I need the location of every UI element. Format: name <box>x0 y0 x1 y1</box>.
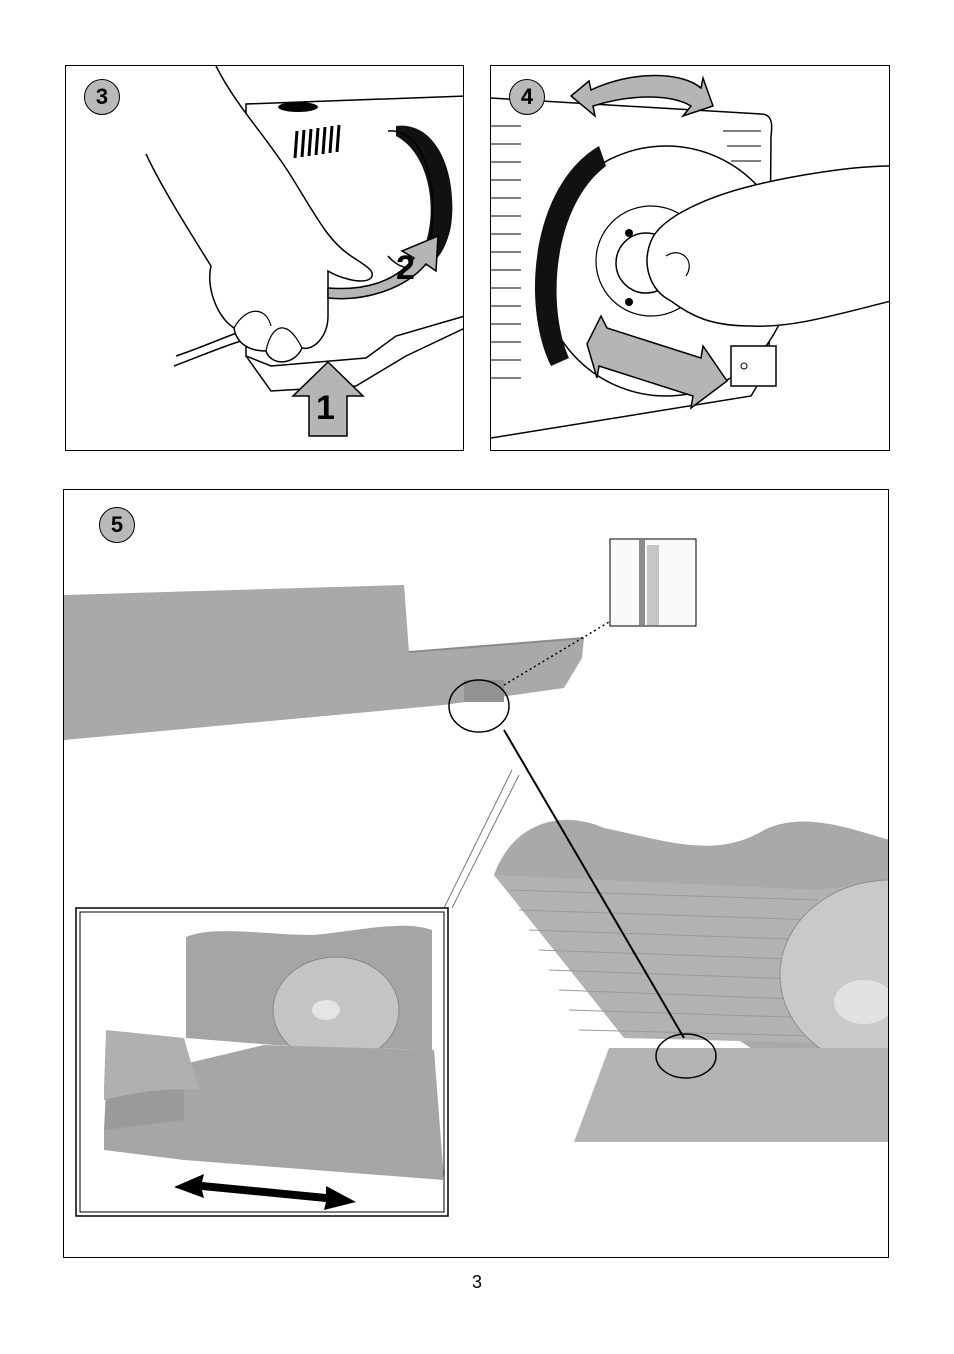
housing-button <box>278 102 318 112</box>
step-3-number: 3 <box>96 84 108 110</box>
step-3-badge: 3 <box>84 79 120 115</box>
mount-bracket <box>731 346 776 386</box>
figure-5-panel: 5 <box>63 489 889 1258</box>
step-5-badge: 5 <box>99 507 135 543</box>
figure-4-panel: 4 <box>490 65 890 451</box>
rotate-double-arrow <box>571 75 713 116</box>
figure-4-illustration <box>491 66 890 451</box>
figure-5-photo <box>64 490 889 1258</box>
arrow-label-1: 1 <box>316 389 335 428</box>
page-number: 3 <box>0 1272 954 1293</box>
step-4-badge: 4 <box>509 79 545 115</box>
arrow-label-2: 2 <box>396 249 415 288</box>
step-4-number: 4 <box>521 84 533 110</box>
figure-3-panel: 3 2 1 <box>65 65 464 451</box>
step-5-number: 5 <box>111 512 123 538</box>
